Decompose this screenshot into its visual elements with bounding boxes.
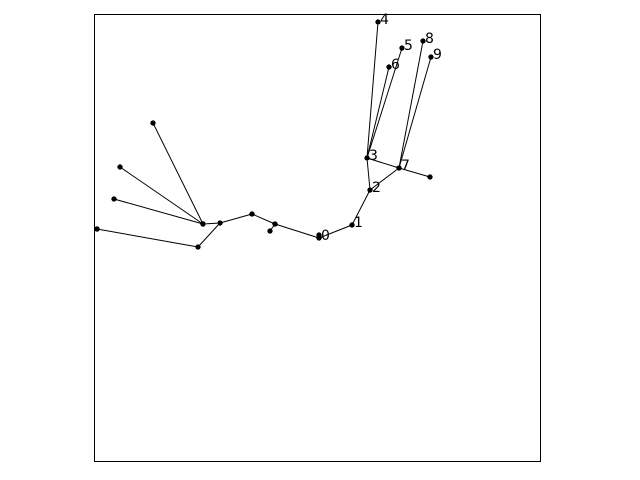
- node-n: [94, 226, 100, 232]
- node-e: [249, 211, 255, 217]
- edge-3-5: [366, 47, 403, 159]
- node-5: [399, 45, 405, 51]
- edge-3-4: [366, 21, 379, 159]
- node-m: [200, 221, 206, 227]
- edge-e-f: [219, 213, 253, 224]
- node-label-2: 2: [372, 180, 381, 196]
- edge-7-9: [398, 56, 432, 169]
- node-label-9: 9: [433, 47, 442, 63]
- edge-0-c: [274, 223, 320, 239]
- node-4: [375, 19, 381, 25]
- node-label-4: 4: [380, 12, 389, 28]
- edge-h-i: [96, 228, 199, 248]
- node-label-7: 7: [401, 158, 410, 174]
- edge-g-k: [119, 166, 204, 225]
- node-label-3: 3: [369, 148, 378, 164]
- label-layer: 0 1 2 3 456 7 89: [321, 12, 442, 244]
- node-l: [111, 196, 117, 202]
- edge-3-7: [366, 157, 400, 169]
- node-k: [117, 164, 123, 170]
- node-9: [428, 54, 434, 60]
- node-label-8: 8: [425, 31, 434, 47]
- node-8: [420, 38, 426, 44]
- node-2: [367, 187, 373, 193]
- node-b: [316, 232, 322, 238]
- node-c: [272, 221, 278, 227]
- edge-7-a: [398, 167, 431, 178]
- edge-0-1: [318, 224, 353, 239]
- plot-frame: [94, 14, 541, 462]
- edge-1-2: [351, 189, 371, 226]
- node-6: [386, 64, 392, 70]
- node-label-0: 0: [321, 228, 330, 244]
- node-a: [427, 174, 433, 180]
- node-label-1: 1: [354, 215, 363, 231]
- node-3: [364, 155, 370, 161]
- edge-g-l: [113, 198, 204, 225]
- edge-3-6: [366, 66, 390, 159]
- node-j: [150, 120, 156, 126]
- edge-2-3: [366, 157, 371, 191]
- edge-7-8: [398, 40, 424, 169]
- node-h: [195, 244, 201, 250]
- edge-f-h: [197, 222, 221, 248]
- edge-c-e: [251, 213, 276, 225]
- node-label-5: 5: [404, 38, 413, 54]
- node-7: [396, 165, 402, 171]
- node-label-6: 6: [391, 57, 400, 73]
- node-f: [217, 220, 223, 226]
- node-d: [267, 228, 273, 234]
- node-1: [349, 222, 355, 228]
- edge-layer: [96, 21, 432, 248]
- node-layer: [94, 19, 434, 250]
- edge-g-j: [152, 122, 204, 225]
- edge-2-7: [369, 167, 400, 191]
